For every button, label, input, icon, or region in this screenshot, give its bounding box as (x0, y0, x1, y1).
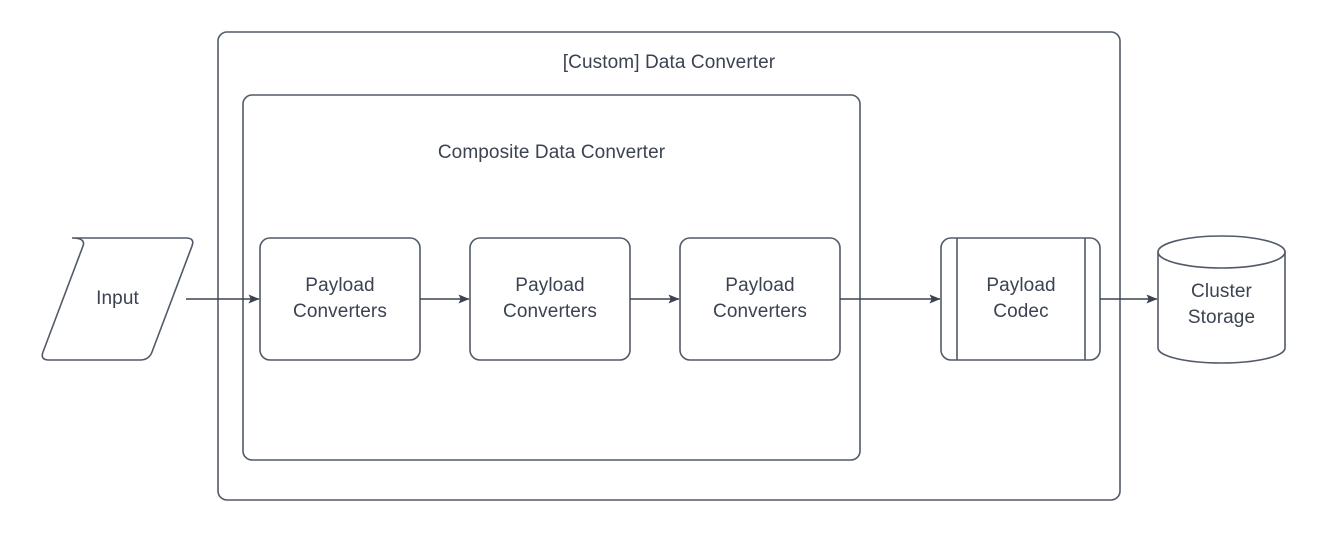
node-payload-converters-1-shape[interactable] (259, 237, 421, 361)
node-cluster-storage-shape[interactable] (1157, 235, 1286, 364)
container-title-custom-data-converter: [Custom] Data Converter (562, 52, 776, 73)
container-title-composite-data-converter: Composite Data Converter (437, 142, 666, 163)
node-payload-converters-3-shape[interactable] (679, 237, 841, 361)
node-payload-codec-shape[interactable] (940, 237, 1101, 361)
node-payload-converters-2-shape[interactable] (469, 237, 631, 361)
node-input-shape[interactable] (41, 237, 194, 361)
